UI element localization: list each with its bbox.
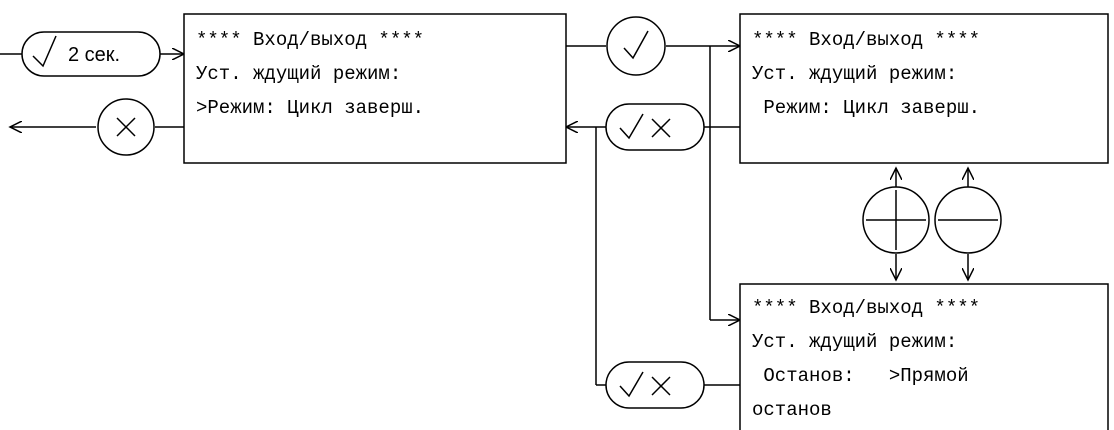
screen-stop-line1: **** Вход/выход **** [752, 297, 980, 319]
ok-button[interactable] [606, 16, 666, 76]
screen-confirm-line2: Уст. ждущий режим: [752, 63, 957, 85]
screen-stop-line3: Останов: >Прямой [752, 365, 969, 387]
screen-start-line2: Уст. ждущий режим: [196, 63, 401, 85]
screen-stop-line2: Уст. ждущий режим: [752, 331, 957, 353]
check-icon [32, 35, 57, 68]
screen-stop: **** Вход/выход **** Уст. ждущий режим: … [739, 283, 1109, 430]
screen-start: **** Вход/выход **** Уст. ждущий режим: … [183, 13, 567, 164]
ok-cancel-button-lower[interactable] [605, 361, 705, 409]
screen-confirm-line1: **** Вход/выход **** [752, 29, 980, 51]
plus-icon [866, 190, 926, 250]
screen-start-line1: **** Вход/выход **** [196, 29, 424, 51]
screen-start-line3: >Режим: Цикл заверш. [196, 97, 424, 119]
ok-cancel-button-upper[interactable] [605, 103, 705, 151]
minus-button[interactable] [934, 186, 1002, 254]
hold-duration-label: 2 сек. [68, 44, 120, 66]
cancel-button[interactable] [97, 98, 155, 156]
screen-stop-line4: останов [752, 399, 832, 421]
plus-button[interactable] [862, 186, 930, 254]
check-icon [623, 30, 649, 60]
ok-hold-button[interactable]: 2 сек. [21, 31, 161, 77]
check-cross-icon [619, 113, 671, 140]
screen-confirm: **** Вход/выход **** Уст. ждущий режим: … [739, 13, 1109, 164]
screen-confirm-line3: Режим: Цикл заверш. [752, 97, 980, 119]
cross-icon [116, 117, 136, 137]
check-cross-icon [619, 371, 671, 398]
